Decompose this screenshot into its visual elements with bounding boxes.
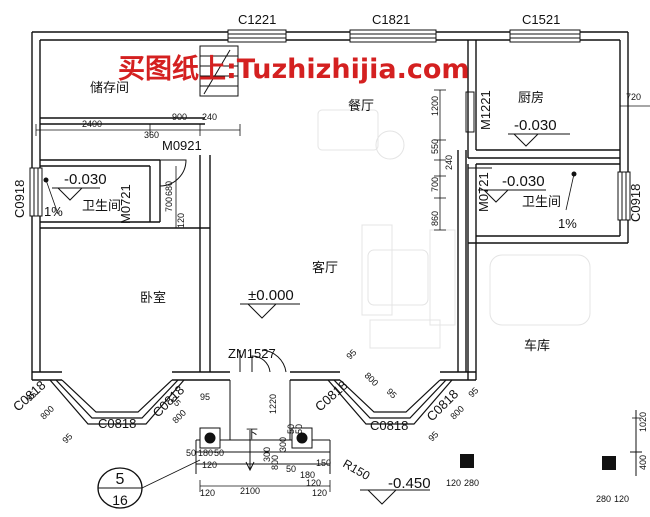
dim-95g: 95 (426, 429, 440, 443)
window-label-c1221: C1221 (238, 12, 276, 27)
dim-120a: 120 (176, 213, 186, 228)
dim-50b: 50 (294, 424, 304, 434)
side-windows (29, 167, 631, 221)
dim-700b: 700 (430, 177, 440, 192)
dim-1200a: 1200 (430, 96, 440, 116)
dim-800b: 800 (170, 408, 188, 426)
dimension-lines (35, 89, 650, 492)
dim-50c: 50 (186, 448, 196, 458)
dim-1020: 1020 (638, 412, 648, 432)
porch (195, 380, 331, 474)
dim-180b: 180 (300, 470, 315, 480)
dim-800a: 800 (38, 404, 56, 422)
dim-95b: 95 (60, 431, 74, 445)
dim-550: 550 (430, 139, 440, 154)
room-label-dining: 餐厅 (348, 98, 374, 114)
detail-ref-top: 5 (116, 471, 125, 488)
dim-120f: 120 (446, 478, 461, 488)
dim-720: 720 (626, 92, 641, 102)
dim-300b: 300 (262, 447, 272, 462)
dim-120b: 120 (202, 460, 217, 470)
doors (149, 91, 492, 373)
dim-95h: 95 (466, 385, 480, 399)
dim-680: 680 (164, 181, 174, 196)
radius-label: R150 (341, 456, 373, 483)
dim-280b: 280 (596, 494, 611, 504)
dim-860: 860 (430, 211, 440, 226)
dim-240b: 240 (444, 155, 454, 170)
dim-2400: 2400 (82, 119, 102, 129)
dim-800e: 800 (270, 455, 280, 470)
room-label-bath-right: 卫生间 (522, 195, 561, 210)
room-label-living: 客厅 (312, 260, 338, 276)
door-label-m0721-right: M0721 (476, 172, 491, 212)
room-label-storage: 储存间 (90, 81, 129, 96)
dim-95f: 95 (385, 386, 399, 400)
dim-150: 150 (316, 458, 331, 468)
dim-50e: 50 (286, 464, 296, 474)
dim-360: 360 (144, 130, 159, 140)
window-label-c0818-b: C0818 (98, 416, 136, 431)
dim-50d: 50 (214, 448, 224, 458)
slope-right: 1% (558, 216, 577, 231)
dim-120e: 120 (312, 488, 327, 498)
window-label-c0818-e: C0818 (370, 418, 408, 433)
dim-280a: 280 (464, 478, 479, 488)
column-legend (460, 410, 642, 476)
bay-windows (49, 379, 453, 425)
window-label-c1521: C1521 (522, 12, 560, 27)
detail-reference: 5 16 (97, 459, 201, 509)
level-bath-left: -0.030 (64, 171, 107, 188)
dim-95e: 95 (344, 347, 358, 361)
room-label-garage: 车库 (524, 338, 550, 354)
slope-left: 1% (44, 204, 63, 219)
watermark: 买图纸上:Tuzhizhijia.com (118, 53, 470, 85)
dim-400: 400 (638, 455, 648, 470)
dimension-labels: 2400 900 240 360 680 700 120 1200 550 24… (24, 92, 648, 504)
detail-ref-bottom: 16 (112, 492, 128, 508)
level-bath-right: -0.030 (502, 173, 545, 190)
faint-furniture (317, 109, 591, 349)
dim-180a: 180 (198, 448, 213, 458)
dim-900: 900 (172, 112, 187, 122)
room-label-bedroom: 卧室 (140, 290, 166, 306)
level-outside: -0.450 (388, 475, 431, 492)
dim-120g: 120 (614, 494, 629, 504)
level-kitchen: -0.030 (514, 117, 557, 134)
dim-700a: 700 (164, 197, 174, 212)
level-living: ±0.000 (248, 287, 294, 304)
dim-300a: 300 (278, 437, 288, 452)
dim-95d: 95 (200, 392, 210, 402)
level-markers (52, 133, 570, 505)
dim-120d: 120 (200, 488, 215, 498)
window-label-c0918-right: C0918 (628, 184, 643, 222)
dim-1220: 1220 (268, 394, 278, 414)
window-label-c0918-left: C0918 (12, 180, 27, 218)
window-label-c1821: C1821 (372, 12, 410, 27)
door-label-m1221: M1221 (478, 90, 493, 130)
dim-240a: 240 (202, 112, 217, 122)
door-label-m0921: M0921 (162, 138, 202, 153)
dim-800c: 800 (363, 370, 381, 388)
stair (199, 45, 239, 97)
door-label-m0721-left: M0721 (118, 184, 133, 224)
dim-120c: 120 (306, 478, 321, 488)
room-label-bath-left: 卫生间 (82, 199, 121, 214)
room-label-kitchen: 厨房 (518, 90, 544, 106)
stair-down-label: 下 (246, 427, 258, 441)
dim-50a: 50 (286, 424, 296, 434)
dim-2100: 2100 (240, 486, 260, 496)
top-windows (227, 29, 581, 43)
door-label-zm1527: ZM1527 (228, 346, 276, 361)
